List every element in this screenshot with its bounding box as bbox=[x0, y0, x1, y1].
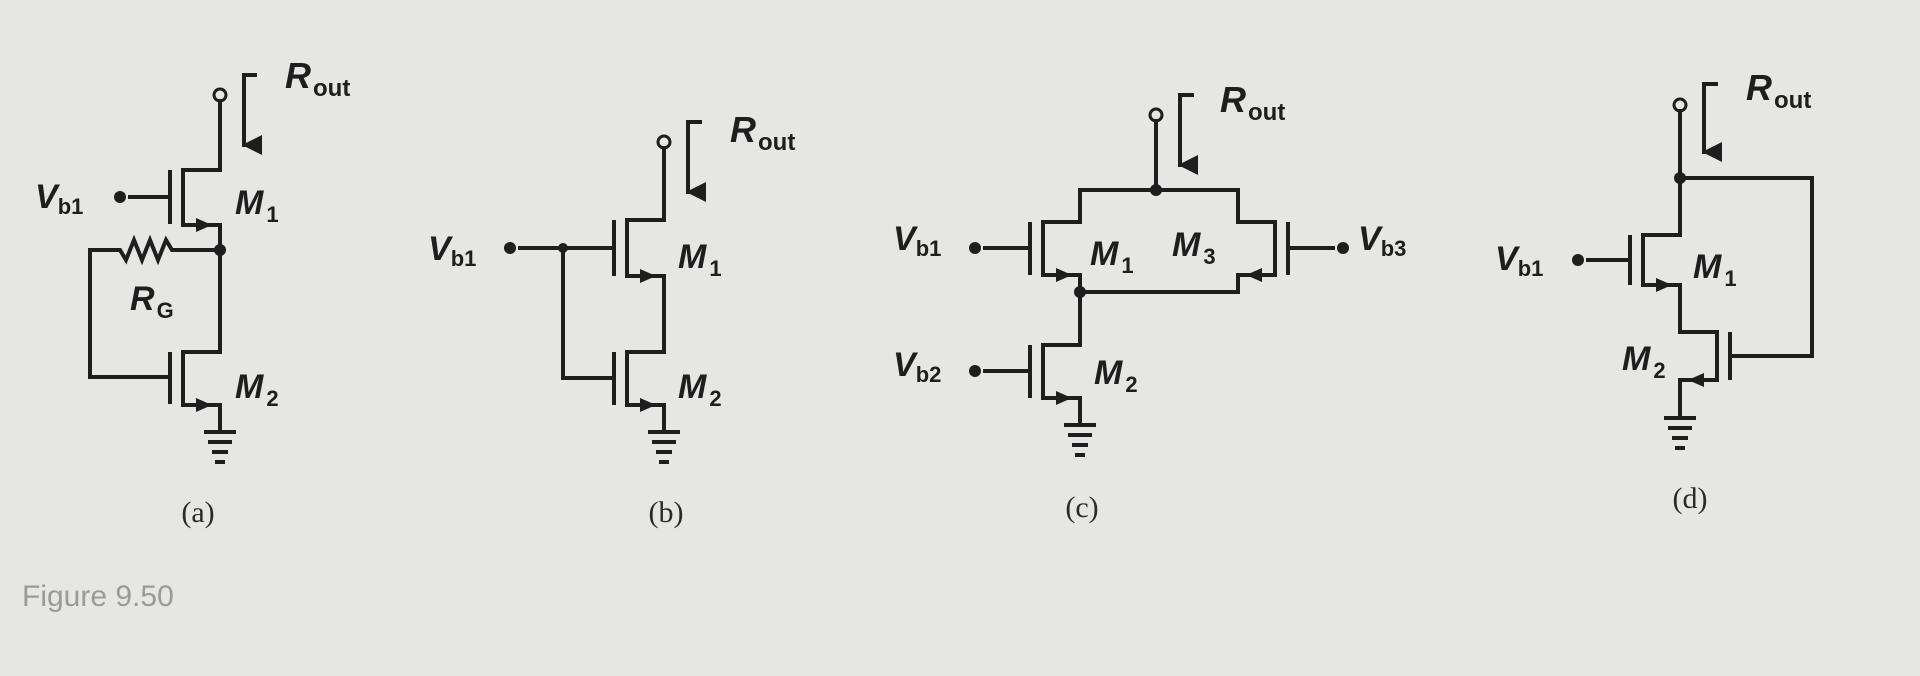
transistor-m2-d bbox=[1678, 330, 1747, 420]
vb1-terminal-c bbox=[969, 242, 981, 254]
vb2-terminal-c bbox=[969, 365, 981, 377]
transistor-m1-d bbox=[1572, 233, 1682, 334]
vb1-terminal-d bbox=[1572, 254, 1584, 266]
vb1-terminal-a bbox=[114, 191, 126, 203]
rg-label-a: RG bbox=[130, 280, 174, 323]
rout-label-a: Rout bbox=[285, 55, 350, 102]
resistor-rg-a bbox=[88, 234, 222, 379]
vb2-label-c: Vb2 bbox=[893, 346, 941, 387]
rout-arrow-d bbox=[1702, 82, 1722, 162]
vb1-terminal-b bbox=[504, 242, 516, 254]
transistor-m1-c bbox=[969, 220, 1082, 294]
transistor-m2-c bbox=[969, 343, 1082, 427]
ground-icon-a bbox=[204, 430, 236, 464]
caption-a: (a) bbox=[181, 496, 214, 529]
vb1-label-c: Vb1 bbox=[893, 220, 941, 261]
caption-d: (d) bbox=[1673, 482, 1708, 515]
vb1-label-d: Vb1 bbox=[1495, 240, 1543, 281]
figure-number: Figure 9.50 bbox=[22, 580, 174, 613]
ground-icon-b bbox=[648, 430, 680, 464]
ground-icon-c bbox=[1064, 423, 1096, 457]
vb1-label-a: Vb1 bbox=[35, 178, 83, 219]
rout-label-b: Rout bbox=[730, 109, 795, 156]
rout-label-d: Rout bbox=[1746, 67, 1811, 114]
ground-icon-d bbox=[1664, 416, 1696, 450]
caption-c: (c) bbox=[1065, 491, 1098, 524]
rout-arrow-a bbox=[242, 73, 262, 155]
rout-arrow-c bbox=[1178, 93, 1198, 175]
transistor-m2-b bbox=[561, 246, 666, 434]
vb3-terminal-c bbox=[1337, 242, 1349, 254]
transistor-m3-c bbox=[1236, 220, 1349, 294]
rout-arrow-b bbox=[686, 120, 706, 202]
vb1-label-b: Vb1 bbox=[428, 230, 476, 271]
vb3-label-c: Vb3 bbox=[1358, 220, 1406, 261]
caption-b: (b) bbox=[649, 496, 684, 529]
rout-label-c: Rout bbox=[1220, 79, 1285, 126]
transistor-m2-a bbox=[168, 350, 222, 434]
transistor-m1-b bbox=[504, 218, 666, 354]
